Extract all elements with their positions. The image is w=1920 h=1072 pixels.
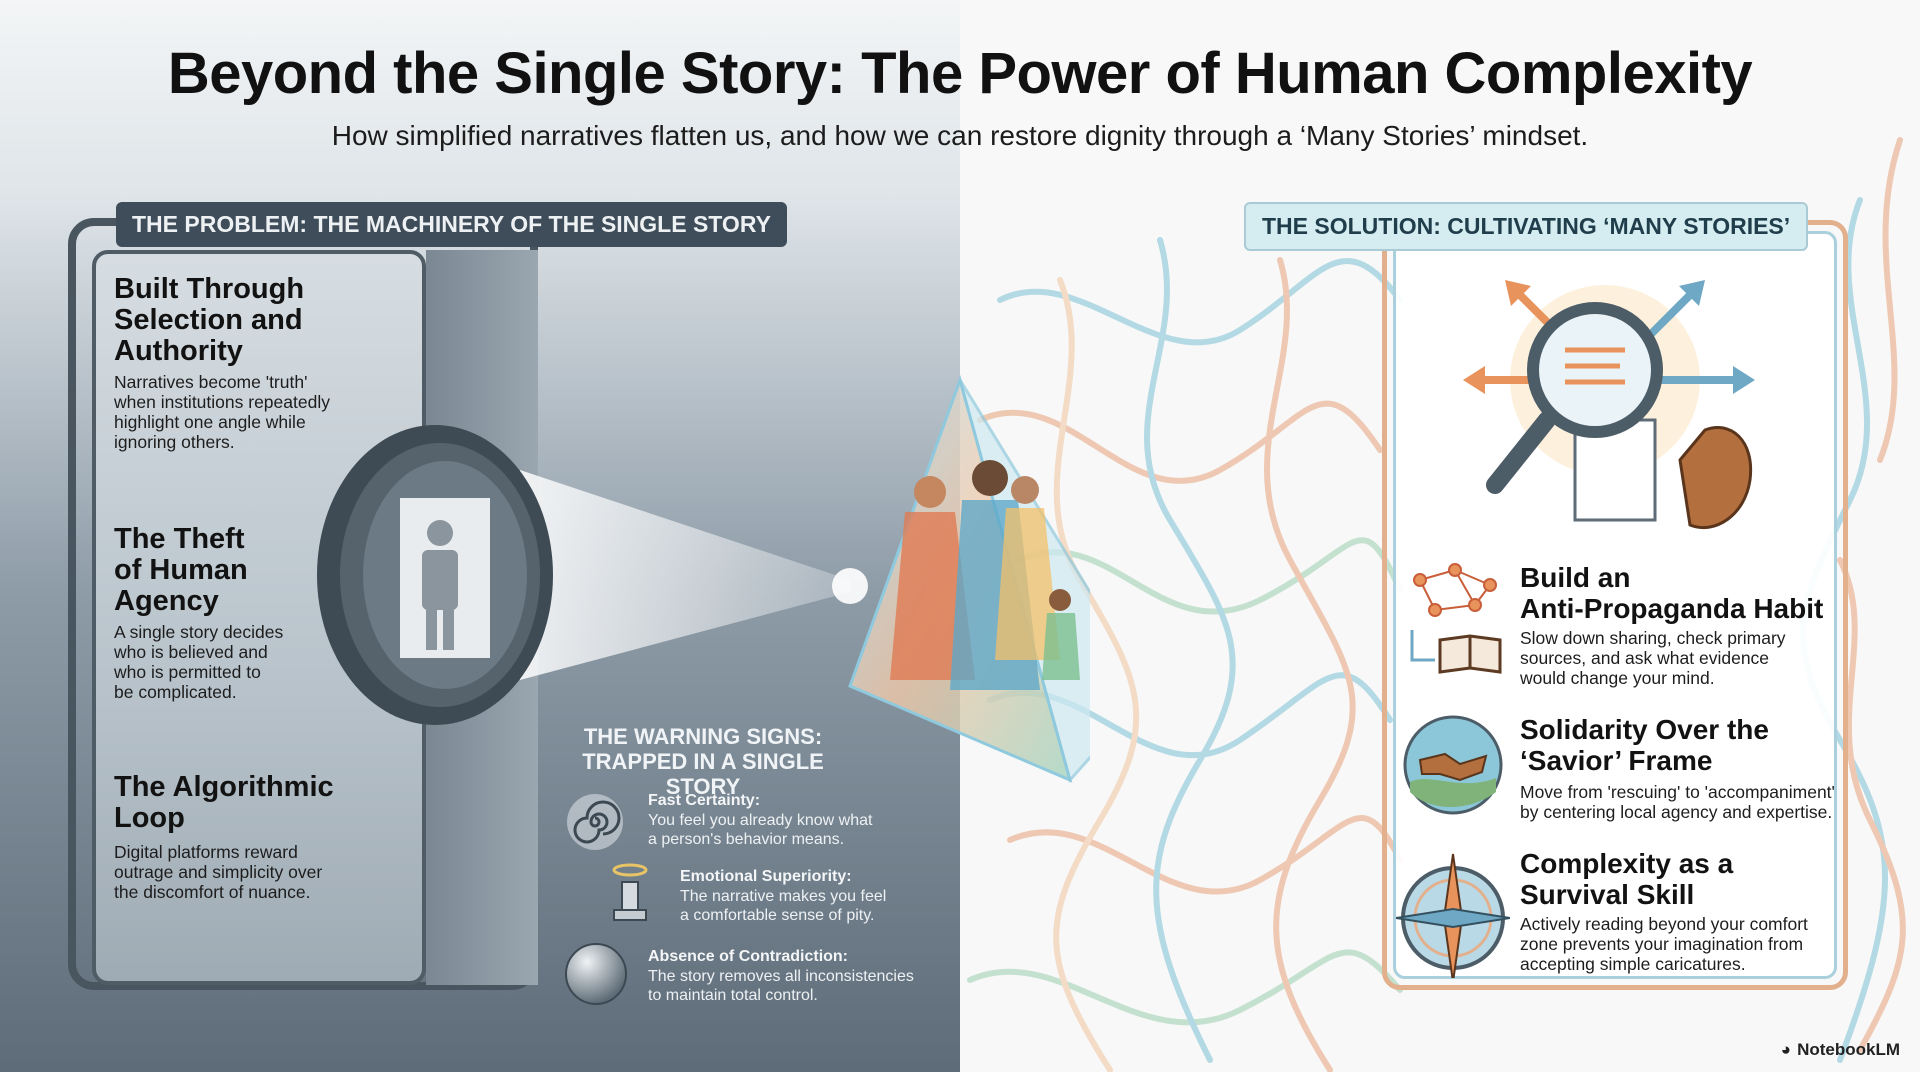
magnifying-glass-document-icon [1463, 280, 1755, 530]
spiral-icon [567, 794, 623, 850]
warning-sign-title: Fast Certainty: [648, 792, 761, 809]
diverse-people-icon [890, 460, 1080, 690]
handshake-globe-icon [1403, 715, 1503, 815]
solution-item-desc: Move from 'rescuing' to 'accompaniment'b… [1520, 782, 1835, 822]
pedestal-halo-icon [612, 863, 648, 921]
warning-sign-title: Absence of Contradiction: [648, 948, 849, 965]
problem-banner: THE PROBLEM: THE MACHINERY OF THE SINGLE… [116, 202, 787, 247]
person-silhouette-icon [422, 520, 458, 650]
warning-signs-title: THE WARNING SIGNS:TRAPPED IN A SINGLE ST… [582, 724, 824, 799]
problem-item-desc: Narratives become 'truth'when institutio… [114, 372, 330, 452]
warning-sign-title: Emotional Superiority: [680, 868, 852, 885]
sphere-icon [565, 943, 627, 1005]
page-title: Beyond the Single Story: The Power of Hu… [167, 41, 1753, 106]
solution-banner: THE SOLUTION: CULTIVATING ‘MANY STORIES’ [1244, 202, 1809, 251]
notebooklm-logo-icon: ◕ [1780, 1040, 1792, 1059]
page-subtitle: How simplified narratives flatten us, an… [331, 120, 1589, 151]
prism-icon [848, 375, 1090, 784]
lens-beam-prism-illustration [317, 375, 1090, 784]
light-beam [520, 470, 850, 680]
solution-item-title: Solidarity Over the‘Savior’ Frame [1520, 714, 1769, 776]
camera-lens-icon [317, 425, 553, 725]
swirl-lines-decoration [967, 137, 1906, 1072]
brand-label: ◕NotebookLM [1780, 1040, 1900, 1059]
light-glow [832, 568, 868, 604]
network-book-icon [1410, 563, 1502, 674]
compass-icon [1396, 853, 1510, 978]
